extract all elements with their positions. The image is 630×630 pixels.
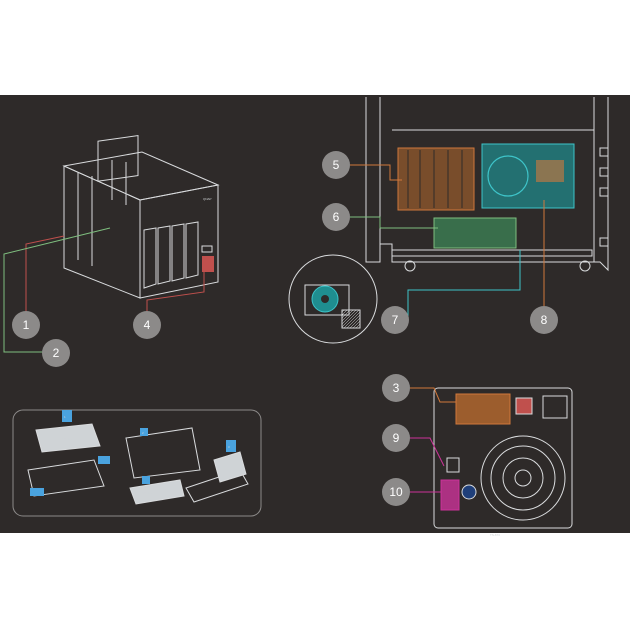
rear-usb-ports — [446, 457, 460, 473]
callout-1-label: 1 — [23, 318, 30, 332]
memory-slots — [397, 147, 475, 211]
nas-front-view — [62, 135, 220, 299]
internal-leader-lines — [350, 164, 545, 320]
callout-8: 8 — [530, 306, 558, 334]
tray-step-3: 3 — [228, 445, 230, 449]
callout-2: 2 — [42, 339, 70, 367]
heatsink-fan-ring — [487, 155, 529, 197]
brand-logo: QNAP — [203, 197, 212, 201]
callout-4: 4 — [133, 311, 161, 339]
tray-label-b: 2.5" hdd — [142, 491, 153, 495]
memory-ribs — [407, 150, 463, 208]
callout-7: 7 — [381, 306, 409, 334]
nas-rear-view — [433, 387, 573, 529]
callout-5-label: 5 — [333, 158, 340, 172]
rear-lan-ports — [440, 479, 460, 511]
callout-10: 10 — [382, 478, 410, 506]
cpu-fan-detail — [288, 254, 378, 344]
callout-9-label: 9 — [393, 431, 400, 445]
rear-pcie-slot — [455, 393, 511, 425]
callout-9: 9 — [382, 424, 410, 452]
cpu-chip — [536, 160, 564, 182]
tray-install-panel — [12, 409, 262, 517]
rear-model-label: TS-673 — [490, 533, 500, 537]
tray-label-a: 3.5" hdd — [62, 437, 73, 441]
front-leader-lines — [3, 227, 205, 353]
callout-6-label: 6 — [333, 210, 340, 224]
callout-4-label: 4 — [144, 318, 151, 332]
m2-slots — [433, 217, 517, 249]
callout-3-label: 3 — [393, 381, 400, 395]
nas-internal-view — [365, 97, 609, 272]
tray-step-1: 1 — [64, 415, 66, 419]
rear-leader-lines — [408, 387, 456, 493]
power-inlet — [515, 397, 533, 415]
callout-7-label: 7 — [392, 313, 399, 327]
callout-1: 1 — [12, 311, 40, 339]
callout-3: 3 — [382, 374, 410, 402]
usb-copy-highlight — [202, 256, 214, 272]
rear-port-round — [461, 484, 477, 500]
callout-8-label: 8 — [541, 313, 548, 327]
tray-step-2: 2 — [142, 431, 144, 435]
callout-6: 6 — [322, 203, 350, 231]
callout-5: 5 — [322, 151, 350, 179]
callout-10-label: 10 — [389, 485, 403, 499]
callout-2-label: 2 — [53, 346, 60, 360]
